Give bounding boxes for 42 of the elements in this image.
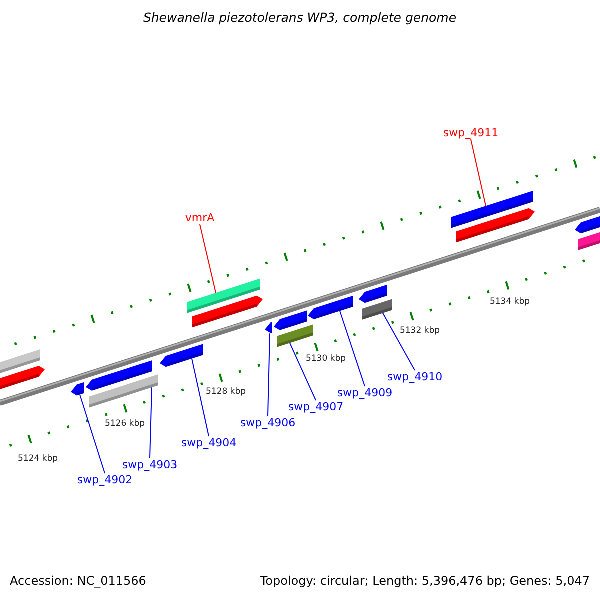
gene-label: swp_4911 bbox=[443, 126, 499, 140]
scale-label: 5124 kbp bbox=[18, 454, 58, 464]
scale-label: 5134 kbp bbox=[490, 297, 530, 307]
gene-bar bbox=[192, 296, 263, 328]
gene-bar bbox=[265, 322, 272, 334]
leader-line bbox=[470, 139, 486, 207]
gene-bar bbox=[359, 285, 387, 304]
gene-bar bbox=[160, 344, 203, 368]
chart-title: Shewanella piezotolerans WP3, complete genome bbox=[142, 10, 458, 26]
gene-bar bbox=[86, 360, 152, 391]
gene-bar bbox=[71, 382, 84, 396]
gene-bar bbox=[0, 366, 45, 392]
gene-block bbox=[277, 324, 313, 348]
gene-label: vmrA bbox=[185, 212, 215, 224]
leader-line bbox=[290, 342, 316, 401]
leader-line bbox=[340, 310, 366, 387]
scale-label: 5132 kbp bbox=[400, 326, 440, 336]
leader-line bbox=[268, 333, 270, 417]
scale-label: 5128 kbp bbox=[206, 387, 246, 397]
leader-line bbox=[150, 387, 152, 459]
gene-label: swp_4903 bbox=[122, 458, 178, 472]
leader-line bbox=[200, 224, 216, 294]
accession-text: Accession: NC_011566 bbox=[10, 574, 146, 589]
gene-label: swp_4907 bbox=[288, 400, 344, 414]
scale-label: 5130 kbp bbox=[306, 354, 346, 364]
gene-block bbox=[187, 278, 260, 314]
gene-block bbox=[89, 374, 158, 408]
gene-label: swp_4902 bbox=[77, 474, 133, 486]
leader-line bbox=[382, 312, 416, 371]
leader-line bbox=[80, 394, 106, 474]
leader-line bbox=[192, 358, 210, 437]
scale-label: 5126 kbp bbox=[104, 419, 146, 429]
gene-label: swp_4910 bbox=[387, 370, 443, 384]
gene-bar bbox=[456, 208, 535, 243]
gene-bar bbox=[308, 296, 353, 320]
gene-label: swp_4906 bbox=[240, 416, 296, 430]
gene-label: swp_4904 bbox=[181, 436, 237, 450]
genome-summary-text: Topology: circular; Length: 5,396,476 bp; Genes: 5,047 bbox=[260, 574, 590, 589]
gene-block bbox=[451, 191, 533, 228]
gene-bar bbox=[274, 310, 307, 330]
gene-label: swp_4909 bbox=[337, 386, 393, 400]
gene-block bbox=[362, 299, 392, 320]
